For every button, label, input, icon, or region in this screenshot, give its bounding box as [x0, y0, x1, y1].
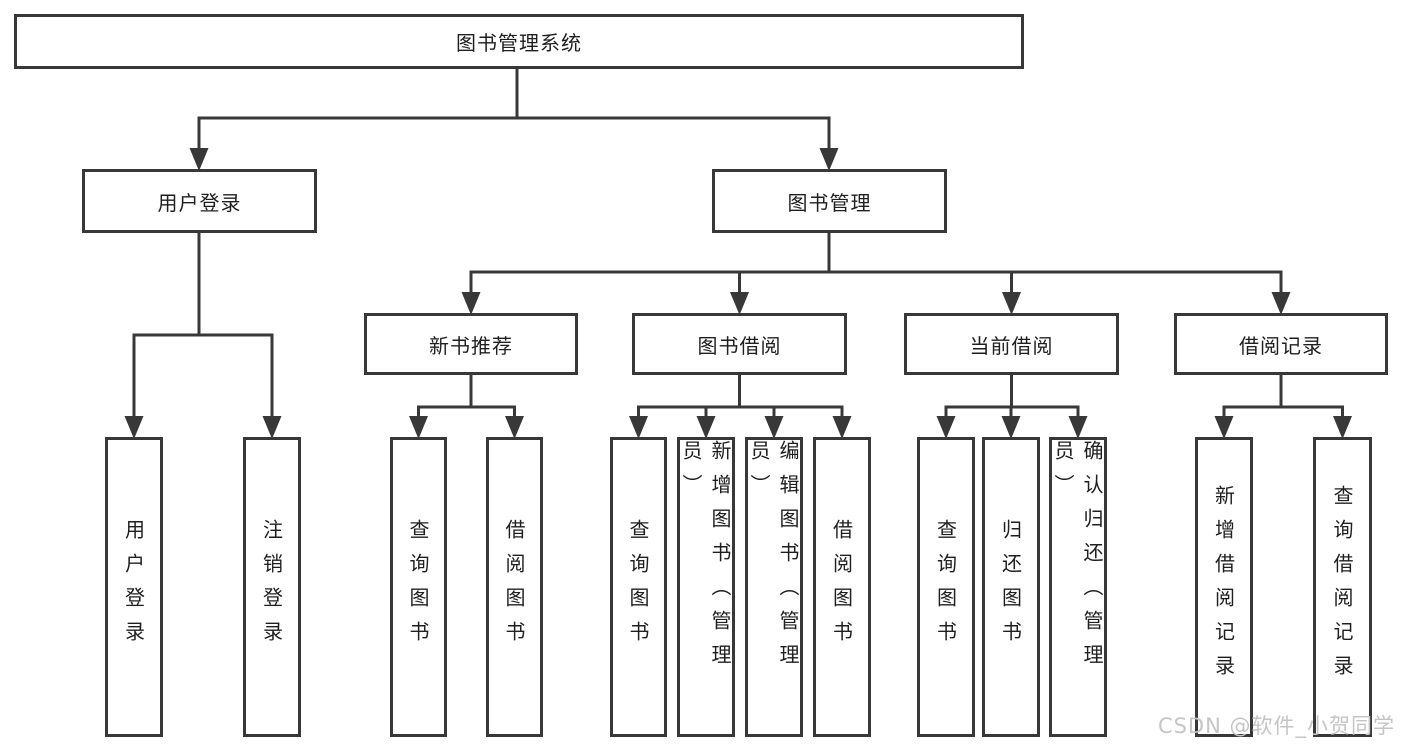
node-new-book-recommend: 新书推荐 [364, 313, 578, 375]
watermark: CSDN @软件_小贺同学 [1157, 714, 1395, 738]
connector-current-to-leaves [936, 374, 1088, 439]
node-current-borrowing: 当前借阅 [904, 313, 1119, 375]
connector-userlogin-to-leaves [124, 233, 282, 439]
leaf-rec-borrow-books: 借阅图书 [486, 437, 543, 737]
leaf-logout: 注销登录 [243, 437, 301, 737]
leaf-bb-add-books-admin: 新增图书（管理员） [677, 437, 735, 737]
leaf-user-login: 用户登录 [105, 437, 163, 737]
leaf-bb-query-books: 查询图书 [610, 437, 667, 737]
connector-borrowing-to-leaves [629, 374, 852, 439]
leaf-cb-return-books: 归还图书 [982, 437, 1040, 737]
leaf-cb-query-books: 查询图书 [917, 437, 975, 737]
node-user-login: 用户登录 [82, 169, 317, 233]
node-book-management: 图书管理 [712, 169, 947, 233]
connector-records-to-leaves [1214, 374, 1352, 439]
leaf-bb-borrow-books: 借阅图书 [813, 437, 871, 737]
leaf-cb-confirm-return-admin: 确认归还（管理员） [1049, 437, 1107, 737]
leaf-rec-query-books: 查询图书 [390, 437, 447, 737]
node-borrowing-records: 借阅记录 [1174, 313, 1388, 375]
node-book-borrowing: 图书借阅 [632, 313, 847, 375]
connector-bookmgmt-to-level3 [461, 233, 1291, 315]
leaf-bb-edit-books-admin: 编辑图书（管理员） [745, 437, 803, 737]
leaf-records-query: 查询借阅记录 [1313, 437, 1372, 737]
leaf-records-add: 新增借阅记录 [1195, 437, 1253, 737]
node-root: 图书管理系统 [14, 14, 1024, 69]
connector-recommend-to-leaves [409, 374, 524, 439]
connector-root-to-level2 [189, 67, 839, 171]
